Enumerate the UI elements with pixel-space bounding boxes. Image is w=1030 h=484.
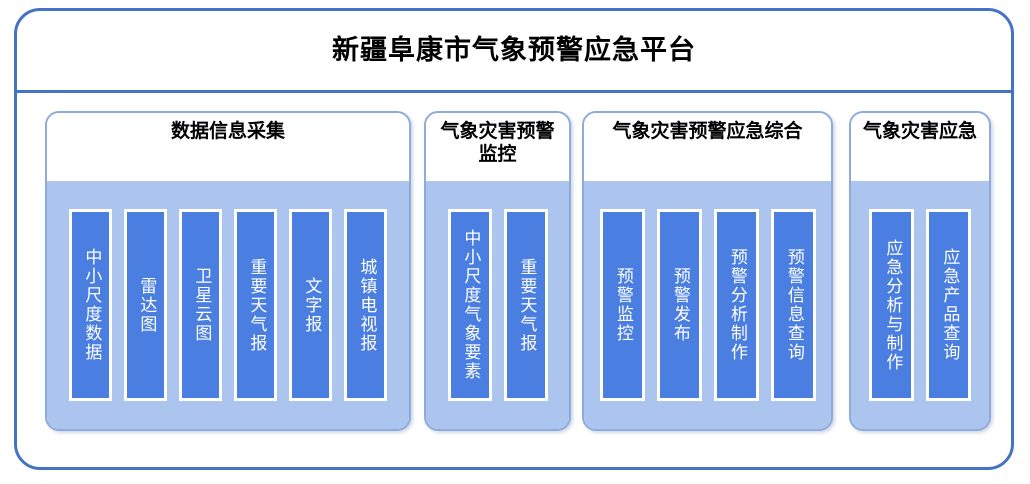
panel-item[interactable]: 雷达图 (124, 209, 167, 401)
panel-item[interactable]: 中小尺度气象要素 (447, 209, 492, 401)
panel-disaster-emergency[interactable]: 气象灾害应急 应急分析与制作 应急产品查询 (849, 111, 991, 431)
panel-item[interactable]: 城镇电视报 (344, 209, 387, 401)
panel-title-warning-monitor: 气象灾害预警监控 (426, 113, 569, 181)
panel-item[interactable]: 预警分析制作 (713, 209, 759, 401)
panel-body-disaster-emergency: 应急分析与制作 应急产品查询 (851, 181, 989, 429)
panel-title-disaster-emergency: 气象灾害应急 (851, 113, 989, 181)
panel-item[interactable]: 预警信息查询 (770, 209, 816, 401)
panel-title-warning-integrated: 气象灾害预警应急综合 (584, 113, 831, 181)
panel-item[interactable]: 预警监控 (599, 209, 645, 401)
panel-body-data-collection: 中小尺度数据 雷达图 卫星云图 重要天气报 文字报 城镇电视报 (47, 181, 409, 429)
panel-item[interactable]: 重要天气报 (234, 209, 277, 401)
panel-item[interactable]: 应急产品查询 (926, 209, 971, 401)
panels-row: 数据信息采集 中小尺度数据 雷达图 卫星云图 重要天气报 文字报 城镇电视报 气… (29, 111, 999, 451)
platform-frame: 新疆阜康市气象预警应急平台 数据信息采集 中小尺度数据 雷达图 卫星云图 重要天… (14, 8, 1014, 470)
platform-header: 新疆阜康市气象预警应急平台 (17, 11, 1011, 93)
panel-body-warning-monitor: 中小尺度气象要素 重要天气报 (426, 181, 569, 429)
panel-item[interactable]: 重要天气报 (503, 209, 548, 401)
panel-warning-integrated[interactable]: 气象灾害预警应急综合 预警监控 预警发布 预警分析制作 预警信息查询 (582, 111, 833, 431)
panel-warning-monitor[interactable]: 气象灾害预警监控 中小尺度气象要素 重要天气报 (424, 111, 571, 431)
panel-item[interactable]: 卫星云图 (179, 209, 222, 401)
panel-item[interactable]: 文字报 (289, 209, 332, 401)
panel-body-warning-integrated: 预警监控 预警发布 预警分析制作 预警信息查询 (584, 181, 831, 429)
panel-data-collection[interactable]: 数据信息采集 中小尺度数据 雷达图 卫星云图 重要天气报 文字报 城镇电视报 (45, 111, 411, 431)
panel-item[interactable]: 应急分析与制作 (869, 209, 914, 401)
page-title: 新疆阜康市气象预警应急平台 (332, 35, 696, 66)
panel-item[interactable]: 预警发布 (656, 209, 702, 401)
panel-item[interactable]: 中小尺度数据 (69, 209, 112, 401)
panel-title-data-collection: 数据信息采集 (47, 113, 409, 181)
